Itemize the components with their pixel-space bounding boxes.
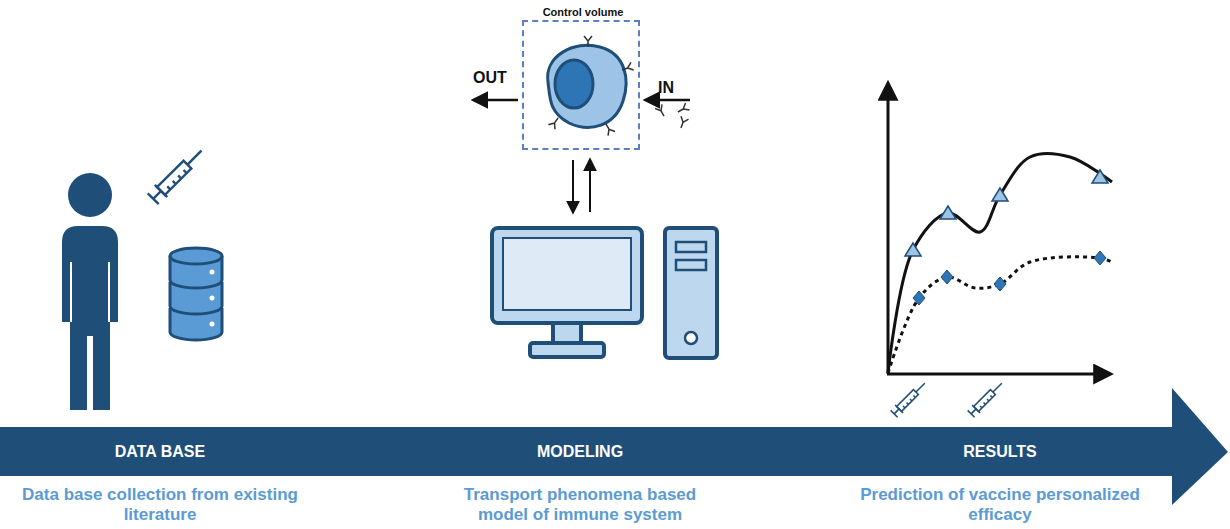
cell-icon [548,45,626,127]
result-chart [887,84,1112,374]
stage-title: RESULTS [963,442,1036,461]
antibody-icon [677,116,688,129]
data-point [913,291,925,305]
data-point [941,270,953,284]
data-point [1092,170,1108,183]
exchange-arrow [589,160,591,212]
flow-label: OUT [473,68,507,88]
stage-title: DATA BASE [115,442,205,461]
out-arrow [474,99,518,102]
flow-label: IN [658,78,674,98]
control-volume-title: Control volume [543,6,624,19]
antibody-icon [676,103,690,115]
data-point [1094,251,1106,265]
data-point [994,277,1006,291]
control-volume: Control volume [522,20,640,150]
exchange-arrow [572,160,574,212]
person-icon [62,173,118,410]
stage-description: Data base collection from existing liter… [20,485,300,525]
syringe-icon [147,144,208,205]
data-point [940,206,956,219]
timeline-band: DATA BASE MODELING RESULTS [0,427,1174,476]
stage-description: Transport phenomena based model of immun… [440,485,720,525]
antibody-icon [655,104,667,118]
response-curve [888,257,1112,373]
timeline-arrowhead [1172,388,1228,505]
data-point [992,188,1008,201]
antibody-icon [621,62,634,73]
data-point [905,243,921,256]
syringe-icon [890,379,929,418]
stage-title: MODELING [537,442,623,461]
response-curve [888,154,1112,373]
database-icon [170,248,222,340]
syringe-icon [967,379,1006,418]
antibody-icon [603,122,615,136]
stage-description: Prediction of vaccine personalized effic… [860,485,1140,525]
in-arrow [646,99,690,102]
computer-icon [492,228,717,358]
antibody-icon [584,36,592,47]
antibody-icon [548,116,561,130]
